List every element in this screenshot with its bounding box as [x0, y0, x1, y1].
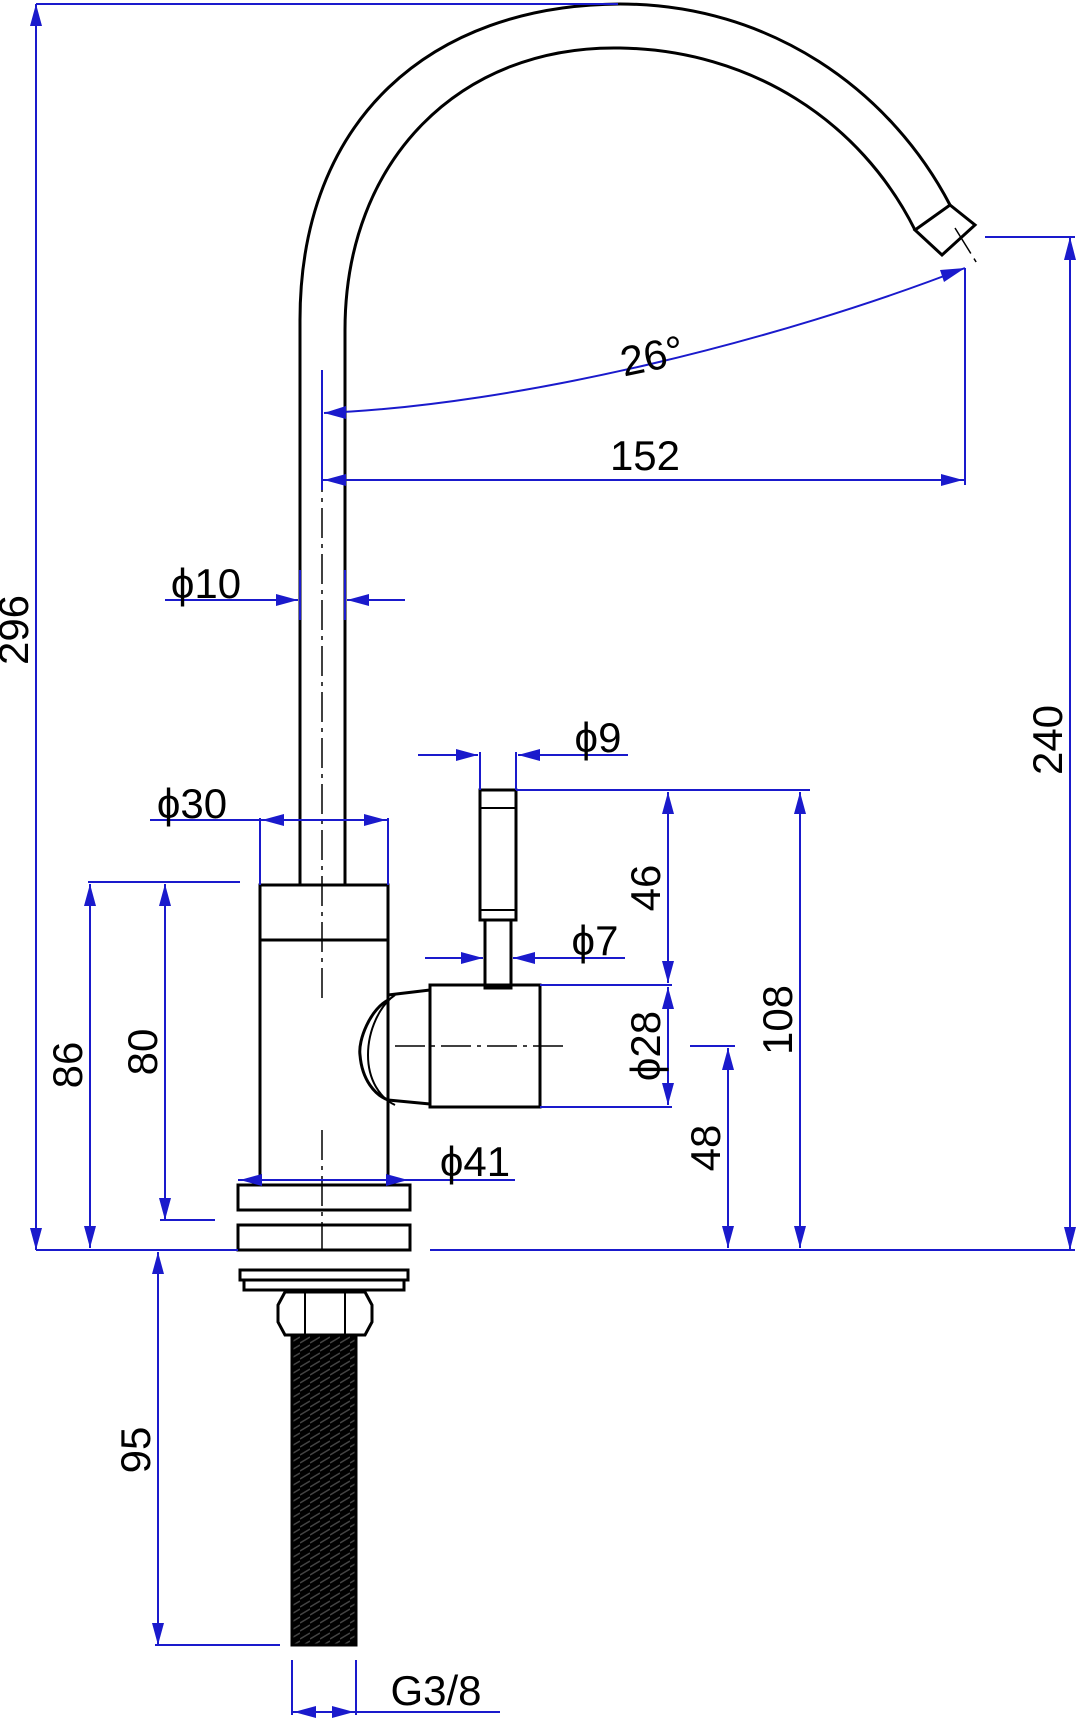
dim-body-total-height: 86 — [44, 881, 240, 1248]
dim-spout-angle: 26° — [323, 267, 966, 419]
dim-hub-center-height: 48 — [682, 1045, 735, 1248]
dim-base-diameter-label: ϕ41 — [440, 1138, 510, 1185]
body-hub-joint-inner — [366, 994, 396, 1106]
faucet-outline — [236, 2, 978, 1647]
dim-body-height-label: 80 — [119, 1029, 166, 1076]
spout-nozzle — [912, 203, 978, 258]
handle-hub-connector-top — [387, 988, 431, 997]
dim-spout-height-label: 240 — [1024, 705, 1071, 775]
base-ring — [236, 1183, 412, 1212]
dim-tube-diameter-label: ϕ10 — [171, 560, 241, 607]
dim-lever-stem-diameter: ϕ7 — [425, 917, 625, 964]
body-hub-joint — [358, 998, 389, 1102]
spout-inner-line — [343, 46, 917, 885]
faucet-body — [258, 883, 390, 1187]
dim-lever-stem-diameter-label: ϕ7 — [572, 917, 619, 964]
dim-lever-length: 46 — [516, 789, 810, 986]
lever-stem — [483, 918, 513, 990]
mounting-nut — [276, 1290, 374, 1337]
dim-shank-length: 95 — [112, 1252, 280, 1646]
dim-overall-height: 296 — [0, 3, 618, 1250]
dim-base-diameter: ϕ41 — [238, 1138, 515, 1186]
dim-spout-reach-label: 152 — [610, 432, 680, 479]
dim-hub-diameter-label: ϕ28 — [622, 1011, 669, 1081]
dim-hub-center-height-label: 48 — [682, 1125, 729, 1172]
washer-bottom — [242, 1278, 406, 1292]
centerlines — [321, 227, 979, 1250]
dim-hub-diameter: ϕ28 — [540, 987, 674, 1108]
dim-body-height: 80 — [119, 884, 215, 1221]
handle-hub-connector-bottom — [387, 1098, 431, 1106]
dim-thread-size: G3/8 — [291, 1660, 500, 1718]
dim-thread-size-label: G3/8 — [390, 1667, 481, 1714]
dim-spout-angle-label: 26° — [616, 326, 688, 385]
dim-spout-reach: 152 — [321, 268, 966, 490]
lever-tip — [478, 788, 518, 922]
dim-lever-tip-diameter-label: ϕ9 — [575, 714, 622, 761]
nozzle-centerline — [954, 227, 979, 266]
dim-body-diameter-label: ϕ30 — [157, 780, 227, 827]
dimensions: 296 240 152 26° — [0, 3, 1076, 1718]
threaded-shank — [290, 1333, 358, 1647]
base-flange — [236, 1223, 412, 1252]
dim-lever-top-height: 108 — [754, 792, 806, 1248]
dim-overall-height-label: 296 — [0, 595, 37, 665]
dim-body-diameter: ϕ30 — [150, 780, 389, 885]
dim-lever-top-height-label: 108 — [754, 985, 801, 1055]
dim-tube-diameter: ϕ10 — [165, 560, 405, 620]
dim-shank-length-label: 95 — [112, 1427, 159, 1474]
dim-lever-length-label: 46 — [622, 865, 669, 912]
dim-body-total-height-label: 86 — [44, 1042, 91, 1089]
dim-spout-height: 240 — [985, 236, 1076, 1250]
dim-lever-tip-diameter: ϕ9 — [418, 714, 628, 790]
